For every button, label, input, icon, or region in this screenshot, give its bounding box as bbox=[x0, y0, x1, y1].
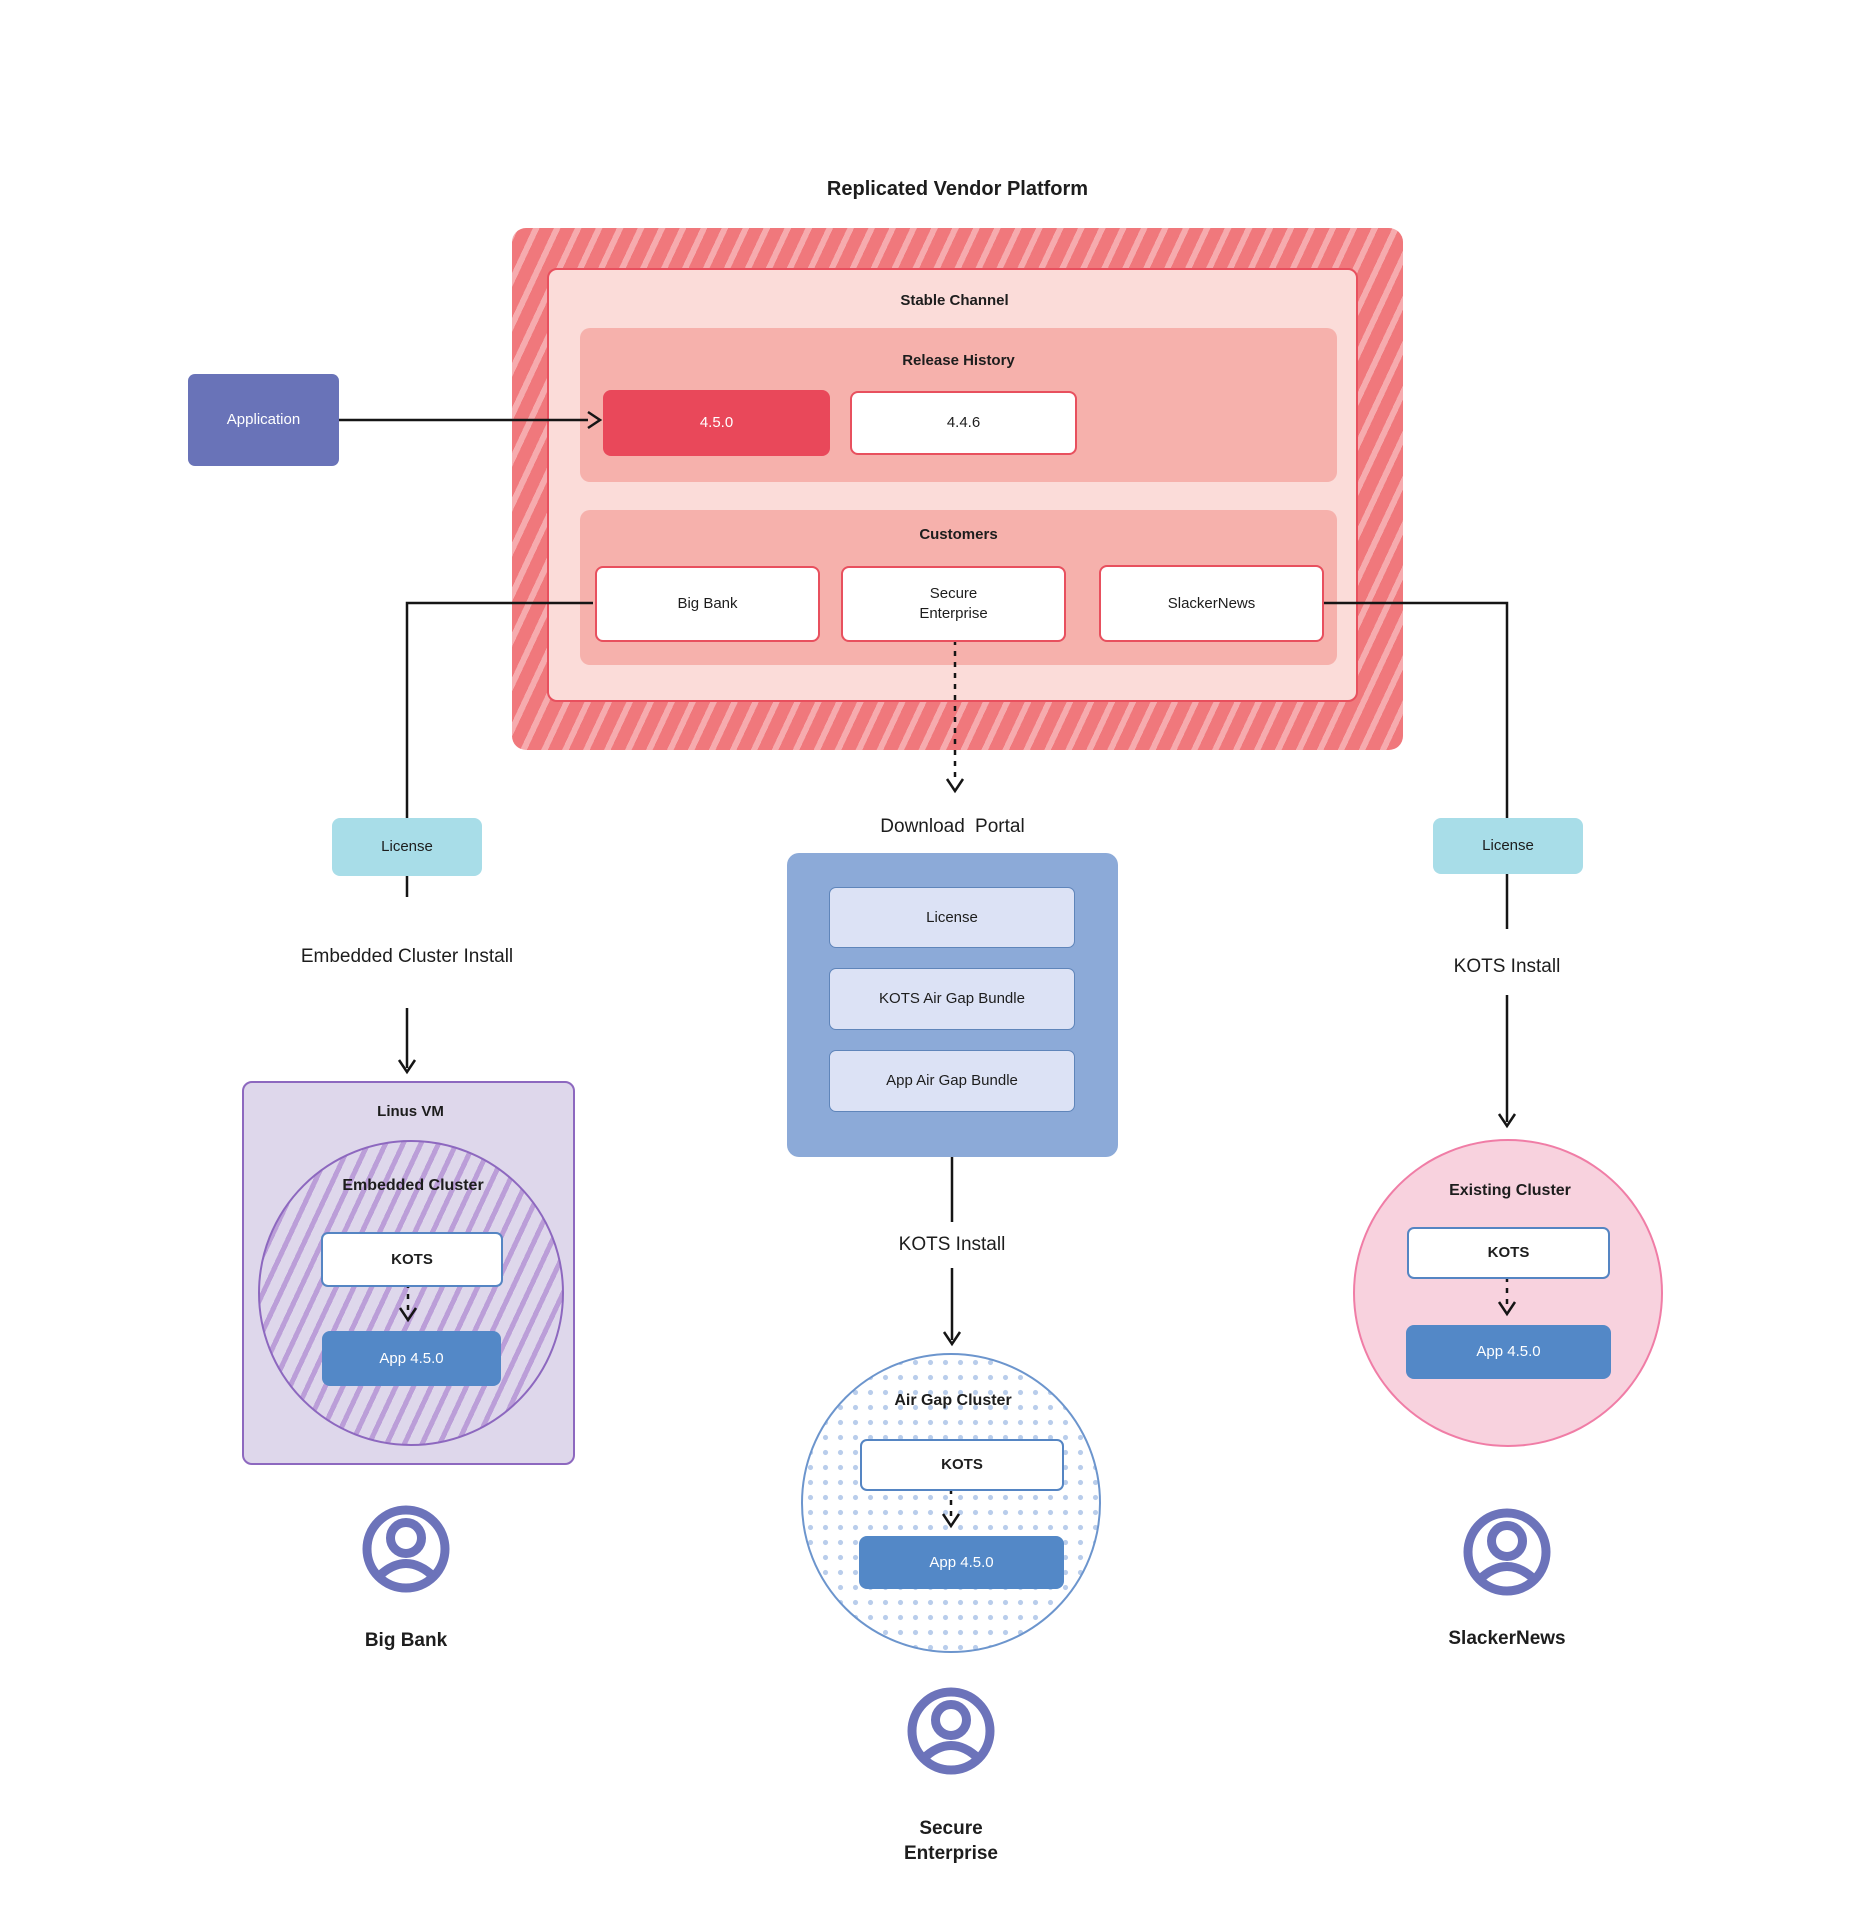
portal-item-label: KOTS Air Gap Bundle bbox=[879, 990, 1025, 1007]
arrowhead-down bbox=[1497, 1113, 1517, 1129]
portal-title: Download Portal bbox=[880, 816, 1025, 837]
portal-item-kots-bundle: KOTS Air Gap Bundle bbox=[829, 968, 1075, 1030]
customer-name: SlackerNews bbox=[1167, 594, 1256, 612]
release-history-panel: Release History 4.5.0 4.4.6 bbox=[580, 328, 1337, 482]
customer-chip-big-bank: Big Bank bbox=[595, 566, 820, 642]
install-label-right: KOTS Install bbox=[1453, 956, 1561, 977]
user-icon bbox=[907, 1687, 995, 1775]
portal-item-label: License bbox=[926, 908, 978, 926]
app-label: App 4.5.0 bbox=[929, 1553, 994, 1571]
embedded-cluster-circle: Embedded Cluster KOTS App 4.5.0 bbox=[258, 1140, 564, 1446]
license-chip-right: License bbox=[1433, 818, 1583, 874]
kots-label: KOTS bbox=[391, 1250, 433, 1268]
application-box: Application bbox=[188, 374, 339, 466]
customer-name: Secure Enterprise bbox=[919, 585, 988, 622]
kots-label: KOTS bbox=[941, 1456, 983, 1473]
persona-label-left: Big Bank bbox=[364, 1630, 448, 1651]
portal-item-app-bundle: App Air Gap Bundle bbox=[829, 1050, 1075, 1112]
kots-box-mid: KOTS bbox=[860, 1439, 1064, 1491]
persona-icon-slackernews bbox=[1459, 1504, 1555, 1600]
user-icon bbox=[362, 1505, 450, 1593]
vendor-platform-panel: Stable Channel Release History 4.5.0 4.4… bbox=[512, 228, 1403, 750]
portal-item-label: App Air Gap Bundle bbox=[886, 1072, 1018, 1089]
arrowhead-down bbox=[945, 778, 965, 794]
kots-box-right: KOTS bbox=[1407, 1227, 1610, 1279]
app-box-right: App 4.5.0 bbox=[1406, 1325, 1611, 1379]
cluster-label: Embedded Cluster bbox=[342, 1177, 484, 1194]
cluster-label: Existing Cluster bbox=[1449, 1182, 1571, 1199]
app-label: App 4.5.0 bbox=[1476, 1343, 1541, 1360]
release-version: 4.4.6 bbox=[946, 414, 981, 431]
arrowhead-down bbox=[397, 1059, 417, 1075]
license-chip-left: License bbox=[332, 818, 482, 876]
application-label: Application bbox=[226, 411, 301, 428]
release-history-label: Release History bbox=[902, 352, 1015, 369]
portal-item-license: License bbox=[829, 887, 1075, 948]
arrowhead-down bbox=[942, 1331, 962, 1347]
release-chip-previous: 4.4.6 bbox=[850, 391, 1077, 455]
persona-icon-big-bank bbox=[358, 1501, 454, 1597]
app-box-mid: App 4.5.0 bbox=[859, 1536, 1064, 1589]
vm-label: Linus VM bbox=[377, 1103, 444, 1120]
customer-name: Big Bank bbox=[677, 595, 738, 612]
persona-label-mid: Secure Enterprise bbox=[904, 1818, 998, 1864]
customer-chip-slackernews: SlackerNews bbox=[1099, 565, 1324, 642]
license-label: License bbox=[1482, 837, 1534, 854]
app-box-left: App 4.5.0 bbox=[322, 1331, 501, 1386]
air-gap-cluster-circle: Air Gap Cluster KOTS App 4.5.0 bbox=[801, 1353, 1101, 1653]
install-label-mid: KOTS Install bbox=[898, 1234, 1006, 1255]
stable-channel-label: Stable Channel bbox=[900, 292, 1009, 309]
customers-panel: Customers Big Bank Secure Enterprise Sla… bbox=[580, 510, 1337, 665]
stable-channel-panel: Stable Channel Release History 4.5.0 4.4… bbox=[547, 268, 1358, 702]
kots-box-left: KOTS bbox=[321, 1232, 503, 1287]
user-icon bbox=[1463, 1508, 1551, 1596]
release-chip-current: 4.5.0 bbox=[603, 390, 830, 456]
cluster-label: Air Gap Cluster bbox=[894, 1392, 1012, 1409]
persona-icon-secure-enterprise bbox=[903, 1683, 999, 1779]
release-version: 4.5.0 bbox=[699, 414, 734, 431]
app-label: App 4.5.0 bbox=[379, 1349, 444, 1367]
kots-label: KOTS bbox=[1487, 1244, 1530, 1261]
install-label-left: Embedded Cluster Install bbox=[300, 946, 514, 967]
customers-label: Customers bbox=[919, 526, 998, 543]
download-portal-box: License KOTS Air Gap Bundle App Air Gap … bbox=[787, 853, 1118, 1157]
customer-chip-secure-enterprise: Secure Enterprise bbox=[841, 566, 1066, 642]
linus-vm-box: Linus VM Embedded Cluster KOTS App 4.5.0 bbox=[242, 1081, 575, 1465]
page-title: Replicated Vendor Platform bbox=[826, 178, 1089, 200]
existing-cluster-circle: Existing Cluster KOTS App 4.5.0 bbox=[1353, 1139, 1663, 1447]
persona-label-right: SlackerNews bbox=[1448, 1628, 1566, 1649]
license-label: License bbox=[381, 838, 433, 855]
